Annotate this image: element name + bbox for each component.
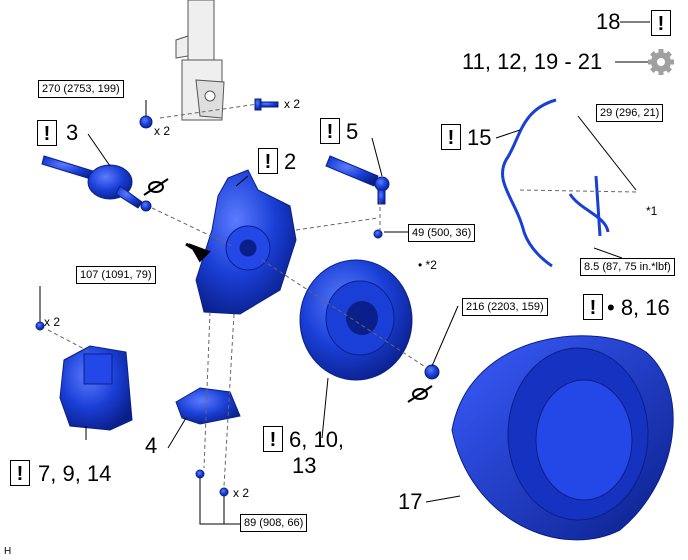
bracket: [175, 387, 241, 425]
strut-bolt: [254, 98, 279, 111]
hub-nut: [424, 364, 440, 380]
torque-label-107: 107 (1091, 79): [76, 266, 156, 284]
torque-label-8-5: 8.5 (87, 75 in.*lbf): [580, 258, 675, 276]
torque-label-270: 270 (2753, 199): [38, 80, 124, 98]
torque-label-216: 216 (2203, 159): [462, 298, 548, 316]
assembly-lines: [47, 103, 637, 487]
torque-label-29: 29 (296, 21): [596, 104, 664, 122]
brake-caliper: [59, 345, 133, 431]
caliper-bolt: [35, 321, 45, 331]
part-label-3: 3: [66, 120, 79, 145]
warning-icon: !: [320, 118, 340, 144]
bracket-bolt-a: [195, 469, 205, 479]
part-label-15: 15: [467, 125, 492, 150]
tire: [451, 335, 674, 541]
quantity-label: x 2: [44, 315, 61, 329]
drive-shaft: [41, 155, 152, 212]
note-star2: • *2: [418, 258, 437, 272]
part-label-18: 18: [596, 9, 621, 34]
warning-icon: !: [441, 124, 461, 150]
warning-icon: !: [258, 148, 278, 174]
corner-mark: H: [4, 546, 12, 557]
warning-icon: !: [10, 460, 30, 486]
part-label-13: 13: [292, 453, 317, 478]
leader-lines: [39, 21, 650, 525]
tie-rod-nut: [373, 229, 383, 239]
warning-icon: !: [583, 294, 603, 320]
quantity-label: x 2: [284, 97, 301, 111]
part-label-5: 5: [346, 119, 359, 144]
no-reuse-icon: [143, 178, 169, 196]
bracket-bolt-b: [219, 487, 229, 497]
quantity-label: x 2: [233, 486, 250, 500]
note-star1: *1: [646, 204, 658, 218]
speed-sensor-harness: [501, 98, 610, 268]
pointer-arrow-icon: [185, 242, 211, 263]
part-label-8-16: • 8, 16: [607, 295, 670, 320]
part-label-17: 17: [398, 489, 423, 514]
warning-icon: !: [37, 120, 57, 146]
warning-icon: !: [651, 10, 671, 36]
warning-icon: !: [263, 426, 283, 452]
torque-label-89: 89 (908, 66): [240, 514, 308, 532]
part-label-6-10: 6, 10,: [289, 427, 345, 452]
gear-icon: [648, 49, 674, 75]
part-label-2: 2: [284, 149, 297, 174]
strut-nut: [139, 115, 153, 129]
part-label-11-12-19-21: 11, 12, 19 - 21: [462, 49, 603, 74]
torque-label-49: 49 (500, 36): [408, 224, 476, 242]
tie-rod-end: [325, 155, 390, 205]
quantity-label: x 2: [154, 124, 171, 138]
brake-disc: [299, 259, 413, 381]
strut-assembly: [175, 0, 225, 121]
no-reuse-icon: [407, 385, 433, 403]
steering-knuckle: [195, 169, 297, 315]
part-label-4: 4: [145, 433, 158, 458]
part-label-7-9-14: 7, 9, 14: [38, 461, 112, 486]
